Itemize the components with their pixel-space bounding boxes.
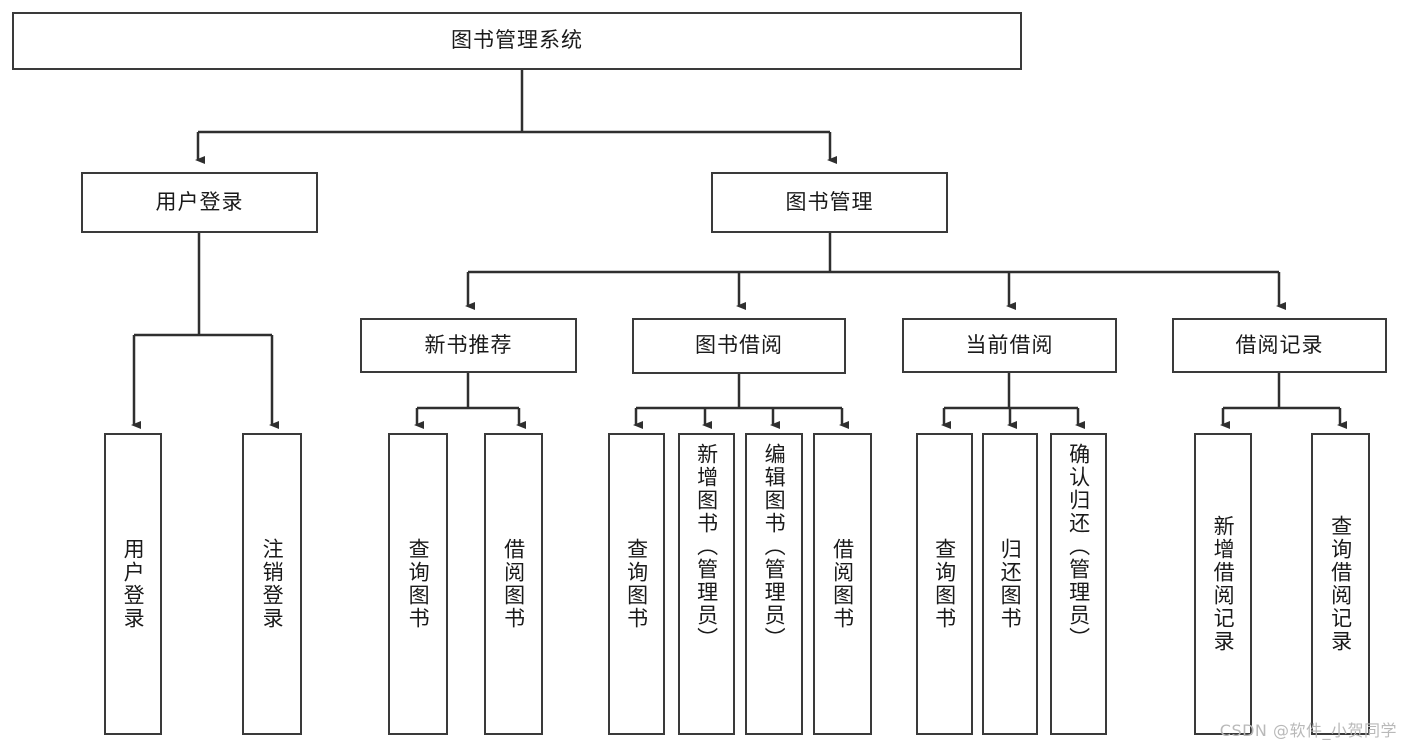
node-leaf-query-book-current[interactable]: 查询图书 — [916, 433, 973, 735]
node-leaf-user-logout[interactable]: 注销登录 — [242, 433, 302, 735]
node-label: 借阅图书 — [830, 538, 855, 630]
node-label: 借阅图书 — [501, 538, 526, 630]
node-label: 新增借阅记录 — [1211, 515, 1236, 653]
node-book-borrow[interactable]: 图书借阅 — [632, 318, 846, 374]
node-current-borrow[interactable]: 当前借阅 — [902, 318, 1117, 373]
node-label: 归还图书 — [998, 538, 1023, 630]
node-leaf-add-book-admin[interactable]: 新增图书（管理员） — [678, 433, 735, 735]
node-leaf-user-login[interactable]: 用户登录 — [104, 433, 162, 735]
node-label: 图书借阅 — [695, 333, 783, 358]
node-leaf-borrow-book[interactable]: 借阅图书 — [813, 433, 872, 735]
node-leaf-query-book-borrow[interactable]: 查询图书 — [608, 433, 665, 735]
node-label: 查询借阅记录 — [1328, 515, 1353, 653]
node-label: 确认归还（管理员） — [1066, 443, 1091, 650]
node-label: 编辑图书（管理员） — [762, 443, 787, 650]
node-leaf-edit-book-admin[interactable]: 编辑图书（管理员） — [745, 433, 803, 735]
node-leaf-return-book[interactable]: 归还图书 — [982, 433, 1038, 735]
node-label: 查询图书 — [624, 538, 649, 630]
node-label: 查询图书 — [932, 538, 957, 630]
node-user-login[interactable]: 用户登录 — [81, 172, 318, 233]
watermark: CSDN @软件_小贺同学 — [1219, 721, 1397, 740]
node-label: 图书管理系统 — [451, 28, 583, 53]
node-label: 用户登录 — [155, 189, 244, 214]
node-label: 当前借阅 — [965, 332, 1054, 357]
node-borrow-record[interactable]: 借阅记录 — [1172, 318, 1387, 373]
node-leaf-query-borrow-record[interactable]: 查询借阅记录 — [1311, 433, 1370, 735]
node-label: 图书管理 — [785, 189, 874, 214]
node-leaf-add-borrow-record[interactable]: 新增借阅记录 — [1194, 433, 1252, 735]
node-book-management[interactable]: 图书管理 — [711, 172, 948, 233]
node-leaf-borrow-book-recommend[interactable]: 借阅图书 — [484, 433, 543, 735]
node-label: 新增图书（管理员） — [694, 443, 719, 650]
node-label: 用户登录 — [121, 538, 146, 630]
node-label: 借阅记录 — [1235, 332, 1324, 357]
node-leaf-query-book-recommend[interactable]: 查询图书 — [388, 433, 448, 735]
node-label: 新书推荐 — [424, 332, 513, 357]
node-new-book-recommend[interactable]: 新书推荐 — [360, 318, 577, 373]
node-leaf-confirm-return-admin[interactable]: 确认归还（管理员） — [1050, 433, 1107, 735]
node-label: 查询图书 — [406, 538, 431, 630]
node-root-book-management-system[interactable]: 图书管理系统 — [12, 12, 1022, 70]
node-label: 注销登录 — [260, 538, 285, 630]
